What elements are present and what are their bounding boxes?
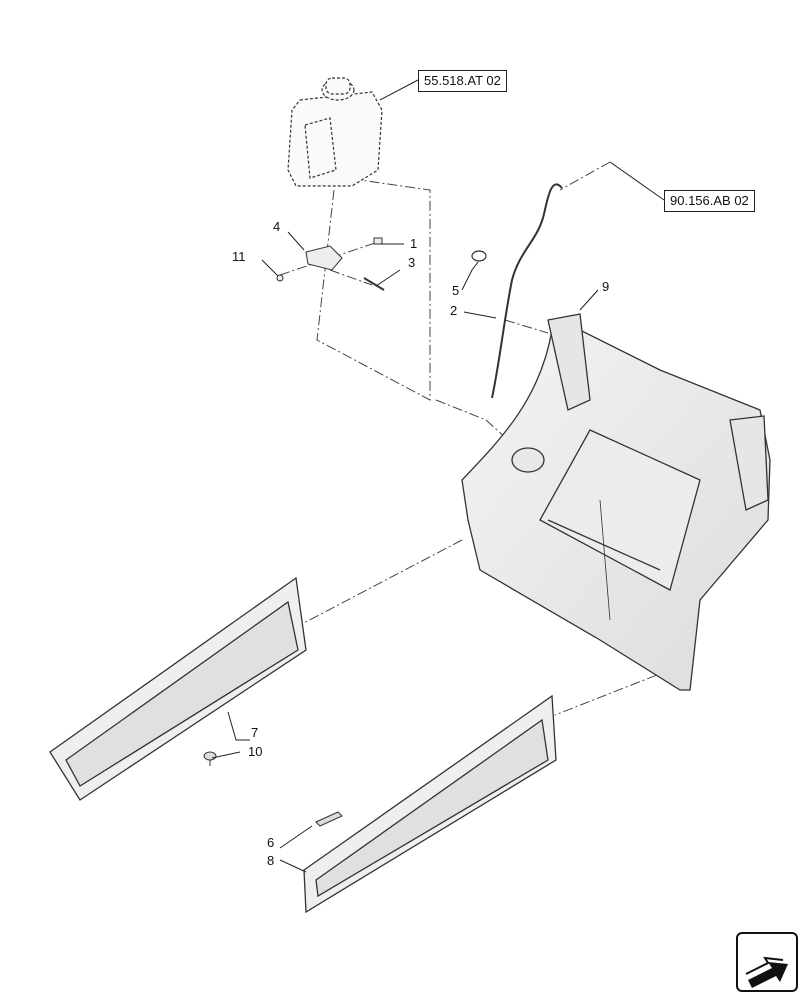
leader-lines xyxy=(211,79,665,873)
assembly-lines xyxy=(279,161,691,716)
callout-4: 4 xyxy=(273,219,281,234)
callout-9: 9 xyxy=(602,279,610,294)
bracket-part xyxy=(276,237,385,291)
callout-1: 1 xyxy=(410,236,418,251)
callout-10: 10 xyxy=(248,744,263,759)
callout-6: 6 xyxy=(267,835,275,850)
console-panel xyxy=(461,313,771,691)
label-strip-part xyxy=(315,811,343,827)
callout-2: 2 xyxy=(450,303,458,318)
arrow-glyph-icon xyxy=(745,956,788,988)
reference-box-hose[interactable]: 90.156.AB 02 xyxy=(664,190,755,212)
callout-11: 11 xyxy=(232,249,246,264)
fastener-part xyxy=(203,751,217,766)
side-trim-lower xyxy=(303,694,557,914)
callout-3: 3 xyxy=(408,255,416,270)
side-trim-upper xyxy=(49,576,307,801)
callout-5: 5 xyxy=(452,283,460,298)
hose-part xyxy=(471,183,563,399)
callout-7: 7 xyxy=(251,725,259,740)
reservoir-tank xyxy=(287,77,383,187)
reference-box-tank[interactable]: 55.518.AT 02 xyxy=(418,70,507,92)
callout-8: 8 xyxy=(267,853,275,868)
next-page-arrow-icon[interactable] xyxy=(736,932,798,992)
